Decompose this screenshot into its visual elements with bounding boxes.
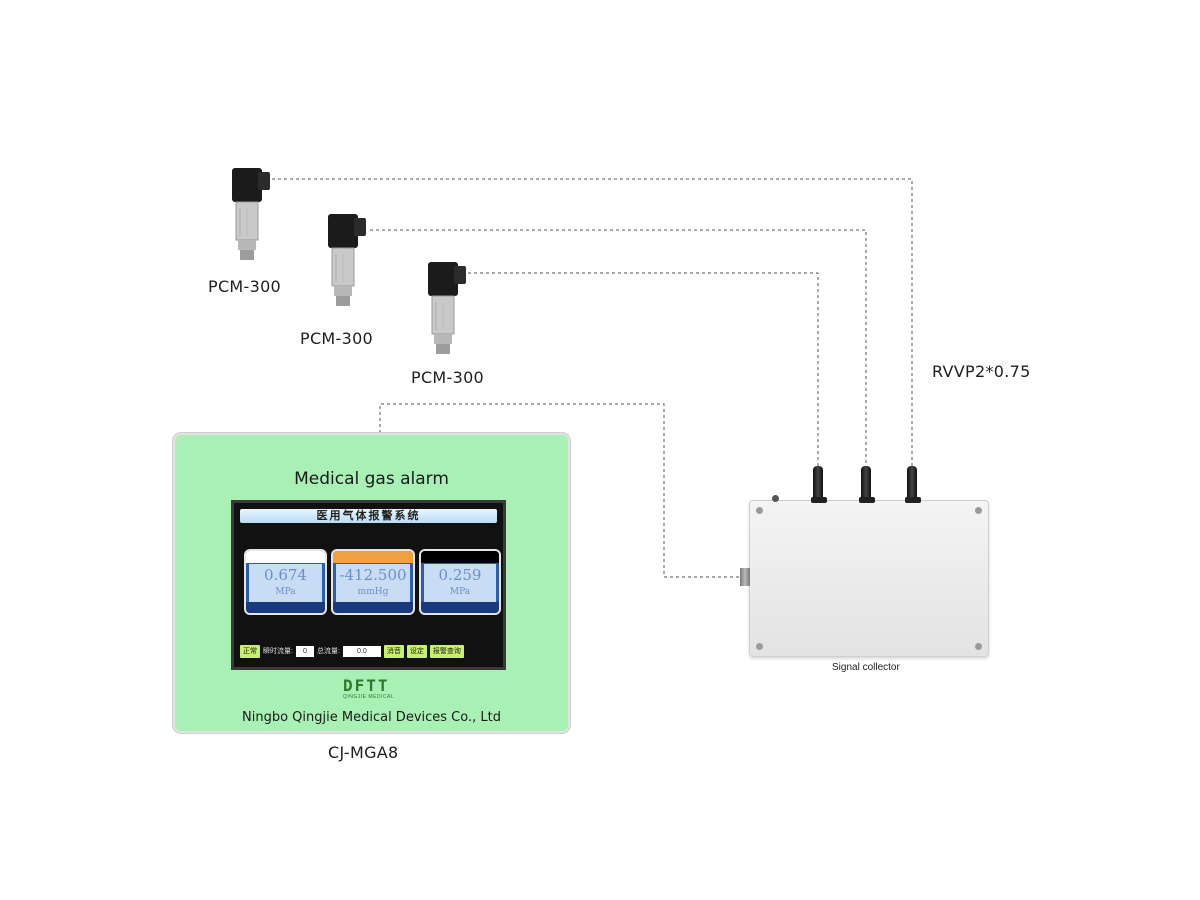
- total-flow-label: 总流量:: [316, 648, 340, 655]
- gauge-2[interactable]: -412.500 mmHg: [331, 549, 415, 615]
- gauge-value: 0.674: [264, 566, 307, 584]
- connector-base: [811, 497, 827, 503]
- pressure-transmitter-icon: [232, 168, 270, 260]
- sensor-label-3: PCM-300: [411, 368, 485, 387]
- wire-sensor-3: [468, 272, 819, 468]
- total-flow-field: 0.0: [342, 645, 381, 657]
- side-connector-icon: [740, 568, 750, 586]
- gauge-body: -412.500 mmHg: [336, 564, 410, 604]
- touch-screen: 医用气体报警系统 0.674 MPa -412.500 mmHg 0.259 M…: [231, 500, 506, 670]
- pressure-transmitter-icon: [328, 214, 366, 306]
- antenna-icon: [813, 466, 823, 500]
- instant-flow-label: 瞬时流量:: [263, 648, 293, 655]
- gauge-value: 0.259: [438, 566, 482, 584]
- gauge-body: 0.674 MPa: [249, 564, 322, 604]
- signal-collector-box: [749, 495, 989, 657]
- screw-icon: [772, 495, 779, 502]
- screw-icon: [756, 643, 763, 650]
- gauge-unit: MPa: [275, 587, 296, 597]
- gauge-header: [421, 551, 499, 563]
- set-button[interactable]: 设定: [406, 644, 427, 658]
- logo-subtitle: QINGJIE MEDICAL: [343, 694, 395, 700]
- wire-sensor-2: [370, 229, 867, 468]
- gauge-unit: MPa: [449, 587, 471, 597]
- gauge-body: 0.259 MPa: [424, 564, 496, 604]
- pressure-sensor-3: [418, 262, 478, 367]
- normal-button[interactable]: 正常: [240, 644, 260, 658]
- gauge-status: [246, 602, 325, 613]
- gauge-status: [333, 602, 413, 613]
- gauge-header: [333, 551, 413, 563]
- gauge-1[interactable]: 0.674 MPa: [244, 549, 327, 615]
- panel-title: Medical gas alarm: [294, 469, 449, 489]
- screw-icon: [756, 507, 763, 514]
- company-logo: DFTT QINGJIE MEDICAL: [343, 678, 403, 706]
- screen-title: 医用气体报警系统: [316, 509, 421, 522]
- gauge-unit: mmHg: [357, 587, 389, 597]
- connector-base: [859, 497, 875, 503]
- antenna-icon: [907, 466, 917, 500]
- sensor-label-2: PCM-300: [300, 329, 374, 348]
- wire-panel: [379, 403, 740, 578]
- panel-model-label: CJ-MGA8: [328, 743, 399, 762]
- screw-icon: [975, 507, 982, 514]
- gauge-status: [421, 602, 499, 613]
- logo-mark: DFTT: [343, 676, 390, 695]
- medical-gas-alarm-panel: Medical gas alarm 医用气体报警系统 0.674 MPa -41…: [173, 433, 570, 733]
- pressure-transmitter-icon: [428, 262, 466, 354]
- pressure-sensor-1: [222, 168, 282, 273]
- screen-status-bar: 正常 瞬时流量: 0 总流量: 0.0 消音 设定 报警查询: [240, 643, 497, 659]
- instant-flow-field: 0: [295, 645, 314, 657]
- screw-icon: [975, 643, 982, 650]
- gauge-value: -412.500: [339, 566, 407, 584]
- company-name: Ningbo Qingjie Medical Devices Co., Ltd: [242, 710, 501, 725]
- collector-label: Signal collector: [832, 662, 900, 673]
- screen-title-bar: 医用气体报警系统: [240, 509, 497, 523]
- mute-button[interactable]: 消音: [383, 644, 404, 658]
- sensor-label-1: PCM-300: [208, 277, 282, 296]
- gauge-header: [246, 551, 325, 563]
- alarm-query-button[interactable]: 报警查询: [429, 644, 464, 658]
- connector-base: [905, 497, 921, 503]
- antenna-icon: [861, 466, 871, 500]
- pressure-sensor-2: [318, 214, 378, 319]
- cable-spec-label: RVVP2*0.75: [932, 362, 1031, 381]
- gauge-3[interactable]: 0.259 MPa: [419, 549, 501, 615]
